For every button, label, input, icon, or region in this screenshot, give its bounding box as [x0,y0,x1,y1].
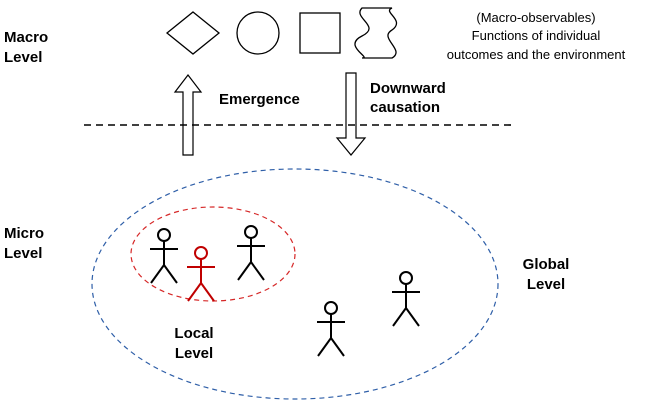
downward-label-line1: Downward [370,80,446,97]
wave-shape [354,7,398,59]
square-shape [299,12,341,54]
global-agents [317,271,420,357]
local-agent-3 [237,225,265,281]
downward-label-line2: causation [370,99,440,116]
macro-level-label-line2: Level [4,49,42,66]
local-level-label-line2: Level [175,345,213,362]
macro-note-line2: Functions of individual [472,28,601,43]
circle-shape [236,11,280,55]
macro-level-label-line1: Macro [4,29,48,46]
local-agent-1 [150,228,178,284]
local-boundary [130,206,296,302]
emergence-label: Emergence [219,91,300,108]
local-agents [150,225,265,302]
global-level-label-line1: Global [523,256,570,273]
micro-level-label-line2: Level [4,245,42,262]
global-level-label-line2: Level [527,276,565,293]
diamond-shape [165,11,221,55]
local-level-label-line1: Local [174,325,213,342]
local-agent-2 [187,246,215,302]
downward-causation-arrow [335,72,367,156]
emergence-arrow [173,74,203,156]
micro-level-label-line1: Micro [4,225,44,242]
macro-note-line1: (Macro-observables) [476,10,595,25]
global-agent-2 [392,271,420,327]
global-boundary [91,168,499,400]
macro-note-line3: outcomes and the environment [447,47,626,62]
global-agent-1 [317,301,345,357]
